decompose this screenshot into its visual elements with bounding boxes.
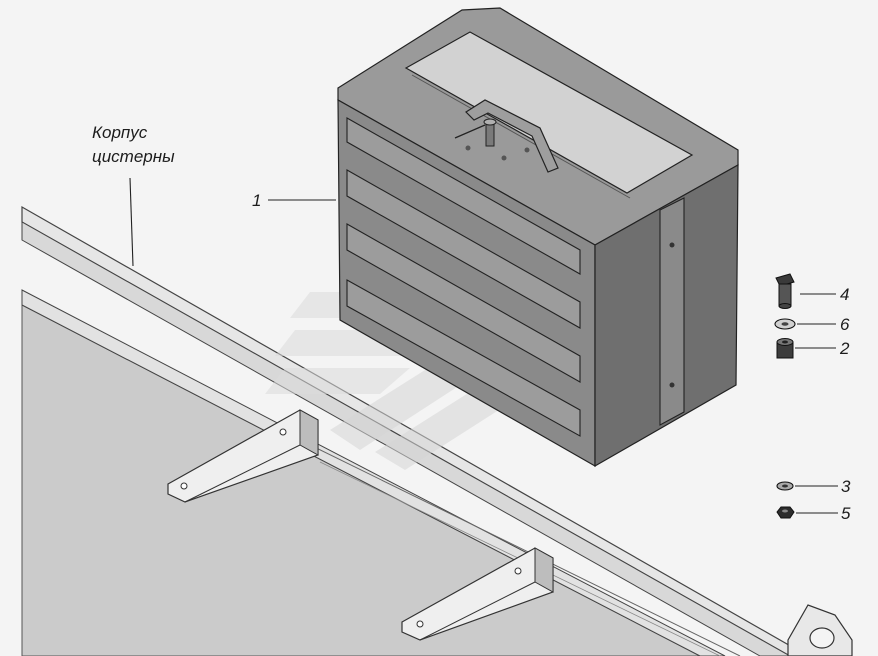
leader-lines xyxy=(129,177,838,514)
bracket-right xyxy=(401,547,554,641)
callout-6: 6 xyxy=(840,315,850,334)
callout-2: 2 xyxy=(839,339,850,358)
bracket-left xyxy=(167,409,319,503)
nut xyxy=(776,506,795,519)
callout-1: 1 xyxy=(252,191,261,210)
callout-3: 3 xyxy=(841,477,851,496)
washer-large xyxy=(774,318,796,330)
spacer-sleeve xyxy=(776,338,794,359)
callout-4: 4 xyxy=(840,285,849,304)
box-lid xyxy=(404,31,694,194)
spring-washer xyxy=(776,481,794,491)
battery-box xyxy=(337,7,739,468)
bolt xyxy=(775,273,795,309)
leader-hull xyxy=(129,177,134,267)
hull-groove xyxy=(299,439,741,656)
box-handle xyxy=(465,99,559,173)
callout-5: 5 xyxy=(841,504,851,523)
box-side-strap xyxy=(659,197,685,426)
hull-label-line2: цистерны xyxy=(92,147,175,166)
box-latch xyxy=(454,118,530,161)
hull-label-line1: Корпус xyxy=(92,123,148,142)
lifting-eye xyxy=(787,604,853,656)
box-louvres xyxy=(346,117,581,437)
